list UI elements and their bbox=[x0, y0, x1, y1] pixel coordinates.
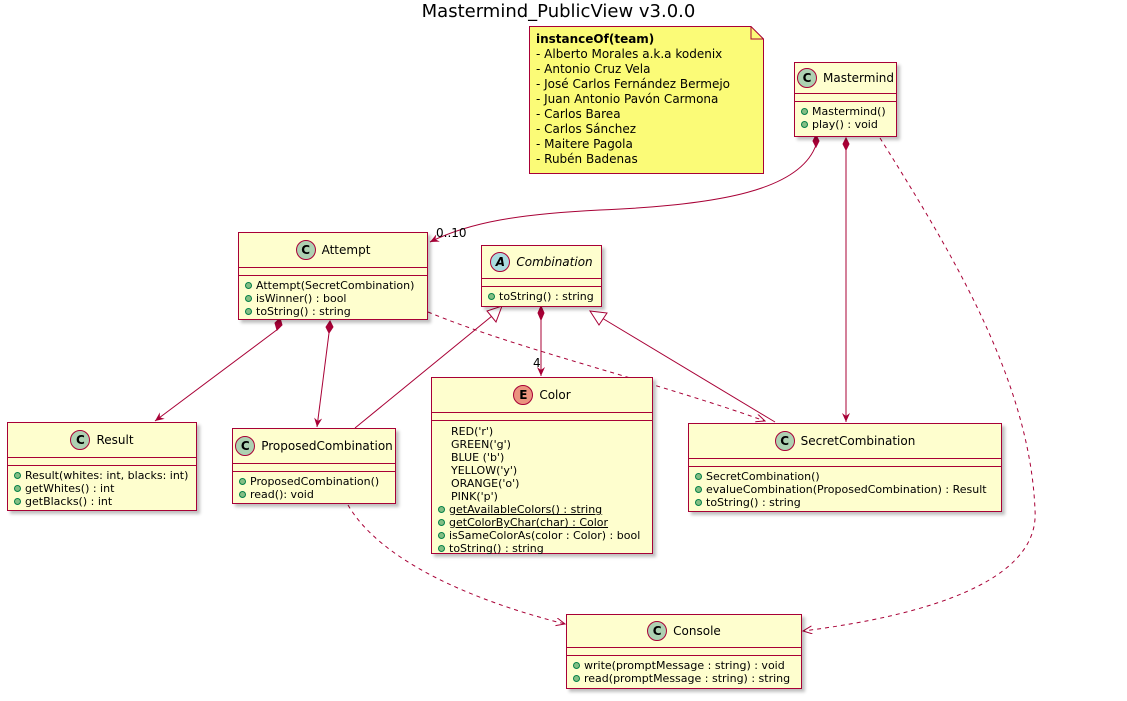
method-row: read(promptMessage : string) : string bbox=[567, 672, 801, 685]
composition-diamond bbox=[274, 317, 283, 331]
composition-diamond bbox=[812, 133, 820, 149]
color-multiplicity-label: 4 bbox=[533, 356, 541, 370]
public-method-icon bbox=[801, 121, 808, 128]
public-method-icon bbox=[438, 532, 445, 539]
secret-combination-inheritance bbox=[601, 317, 776, 423]
method-row: Result(whites: int, blacks: int) bbox=[8, 469, 196, 482]
method-row: getColorByChar(char) : Color bbox=[432, 516, 652, 529]
proposed-combination-inheritance bbox=[354, 315, 493, 429]
method-row: isSameColorAs(color : Color) : bool bbox=[432, 529, 652, 542]
public-method-icon bbox=[488, 293, 495, 300]
inheritance-triangle bbox=[486, 305, 503, 323]
class-name: SecretCombination bbox=[800, 434, 916, 448]
note-line: - Maitere Pagola bbox=[536, 137, 633, 151]
note-line: - Rubén Badenas bbox=[536, 152, 638, 166]
public-method-icon bbox=[239, 478, 246, 485]
public-method-icon bbox=[801, 108, 808, 115]
class-name: ProposedCombination bbox=[261, 439, 393, 453]
public-method-icon bbox=[245, 308, 252, 315]
method-row: getAvailableColors() : string bbox=[432, 503, 652, 516]
class-name: Color bbox=[539, 388, 571, 402]
class-c-icon: C bbox=[647, 621, 668, 641]
method-row: getBlacks() : int bbox=[8, 495, 196, 508]
public-method-icon bbox=[245, 282, 252, 289]
composition-diamond bbox=[537, 304, 545, 322]
mastermind-console-dependency bbox=[803, 137, 1036, 631]
method-row: read(): void bbox=[233, 488, 395, 501]
class-secret-combination[interactable]: C SecretCombination SecretCombination() … bbox=[688, 423, 1002, 512]
public-method-icon bbox=[14, 485, 21, 492]
composition-diamond bbox=[842, 136, 850, 152]
method-row: isWinner() : bool bbox=[239, 292, 427, 305]
public-method-icon bbox=[14, 472, 21, 479]
method-row: ProposedCombination() bbox=[233, 475, 395, 488]
class-name: Console bbox=[673, 624, 721, 638]
public-method-icon bbox=[14, 498, 21, 505]
class-c-icon: C bbox=[70, 430, 91, 450]
enum-e-icon: E bbox=[513, 385, 534, 405]
method-row: write(promptMessage : string) : void bbox=[567, 659, 801, 672]
public-method-icon bbox=[239, 491, 246, 498]
note-line: - Antonio Cruz Vela bbox=[536, 62, 651, 76]
attempt-multiplicity-label: 0..10 bbox=[436, 226, 467, 240]
note-line: - Carlos Sánchez bbox=[536, 122, 637, 136]
public-method-icon bbox=[438, 506, 445, 513]
attempt-result-composition bbox=[154, 328, 279, 422]
method-row: Mastermind() bbox=[795, 105, 896, 118]
enum-value: ORANGE('o') bbox=[451, 477, 520, 490]
class-name: Mastermind bbox=[822, 71, 894, 85]
method-row: toString() : string bbox=[239, 305, 427, 318]
note-line: - Carlos Barea bbox=[536, 107, 621, 121]
enum-value: GREEN('g') bbox=[451, 438, 511, 451]
inheritance-triangle bbox=[589, 310, 608, 326]
method-row: toString() : string bbox=[689, 496, 1001, 509]
public-method-icon bbox=[695, 486, 702, 493]
enum-value: RED('r') bbox=[451, 425, 494, 438]
enum-value: BLUE ('b') bbox=[451, 451, 505, 464]
mastermind-attempt-composition bbox=[429, 144, 817, 243]
enum-value: YELLOW('y') bbox=[451, 464, 518, 477]
method-row: toString() : string bbox=[432, 542, 652, 555]
method-row: getWhites() : int bbox=[8, 482, 196, 495]
enum-value: PINK('p') bbox=[451, 490, 498, 503]
public-method-icon bbox=[695, 499, 702, 506]
enum-color[interactable]: E Color RED('r') GREEN('g') BLUE ('b') Y… bbox=[431, 377, 653, 555]
method-row: SecretCombination() bbox=[689, 470, 1001, 483]
public-method-icon bbox=[573, 662, 580, 669]
abstract-a-icon: A bbox=[490, 252, 511, 272]
method-row: play() : void bbox=[795, 118, 896, 131]
class-c-icon: C bbox=[235, 436, 256, 456]
note-heading: instanceOf(team) bbox=[536, 32, 655, 46]
public-method-icon bbox=[573, 675, 580, 682]
public-method-icon bbox=[245, 295, 252, 302]
class-c-icon: C bbox=[796, 68, 817, 88]
class-name: Attempt bbox=[321, 243, 371, 257]
public-method-icon bbox=[695, 473, 702, 480]
class-name: Combination bbox=[516, 255, 593, 269]
class-name: Result bbox=[96, 433, 134, 447]
class-combination[interactable]: A Combination toString() : string bbox=[481, 245, 602, 307]
team-note: instanceOf(team) - Alberto Morales a.k.a… bbox=[529, 26, 764, 174]
proposed-console-dependency bbox=[347, 504, 565, 624]
note-line: - Juan Antonio Pavón Carmona bbox=[536, 92, 719, 106]
composition-diamond bbox=[325, 320, 334, 334]
attempt-secret-dependency bbox=[427, 311, 765, 421]
method-row: evalueCombination(ProposedCombination) :… bbox=[689, 483, 1001, 496]
class-mastermind[interactable]: C Mastermind Mastermind() play() : void bbox=[794, 62, 897, 137]
class-proposed-combination[interactable]: C ProposedCombination ProposedCombinatio… bbox=[232, 428, 396, 504]
class-console[interactable]: C Console write(promptMessage : string) … bbox=[566, 614, 802, 689]
method-row: toString() : string bbox=[482, 290, 601, 303]
note-line: - Alberto Morales a.k.a kodenix bbox=[536, 47, 723, 61]
public-method-icon bbox=[438, 545, 445, 552]
note-line: - José Carlos Fernández Bermejo bbox=[536, 77, 730, 91]
public-method-icon bbox=[438, 519, 445, 526]
diagram-title: Mastermind_PublicView v3.0.0 bbox=[421, 1, 696, 22]
attempt-proposed-composition bbox=[314, 332, 330, 428]
method-row: Attempt(SecretCombination) bbox=[239, 279, 427, 292]
class-c-icon: C bbox=[295, 240, 316, 260]
class-c-icon: C bbox=[774, 431, 795, 451]
class-attempt[interactable]: C Attempt Attempt(SecretCombination) isW… bbox=[238, 232, 428, 320]
class-result[interactable]: C Result Result(whites: int, blacks: int… bbox=[7, 422, 197, 511]
